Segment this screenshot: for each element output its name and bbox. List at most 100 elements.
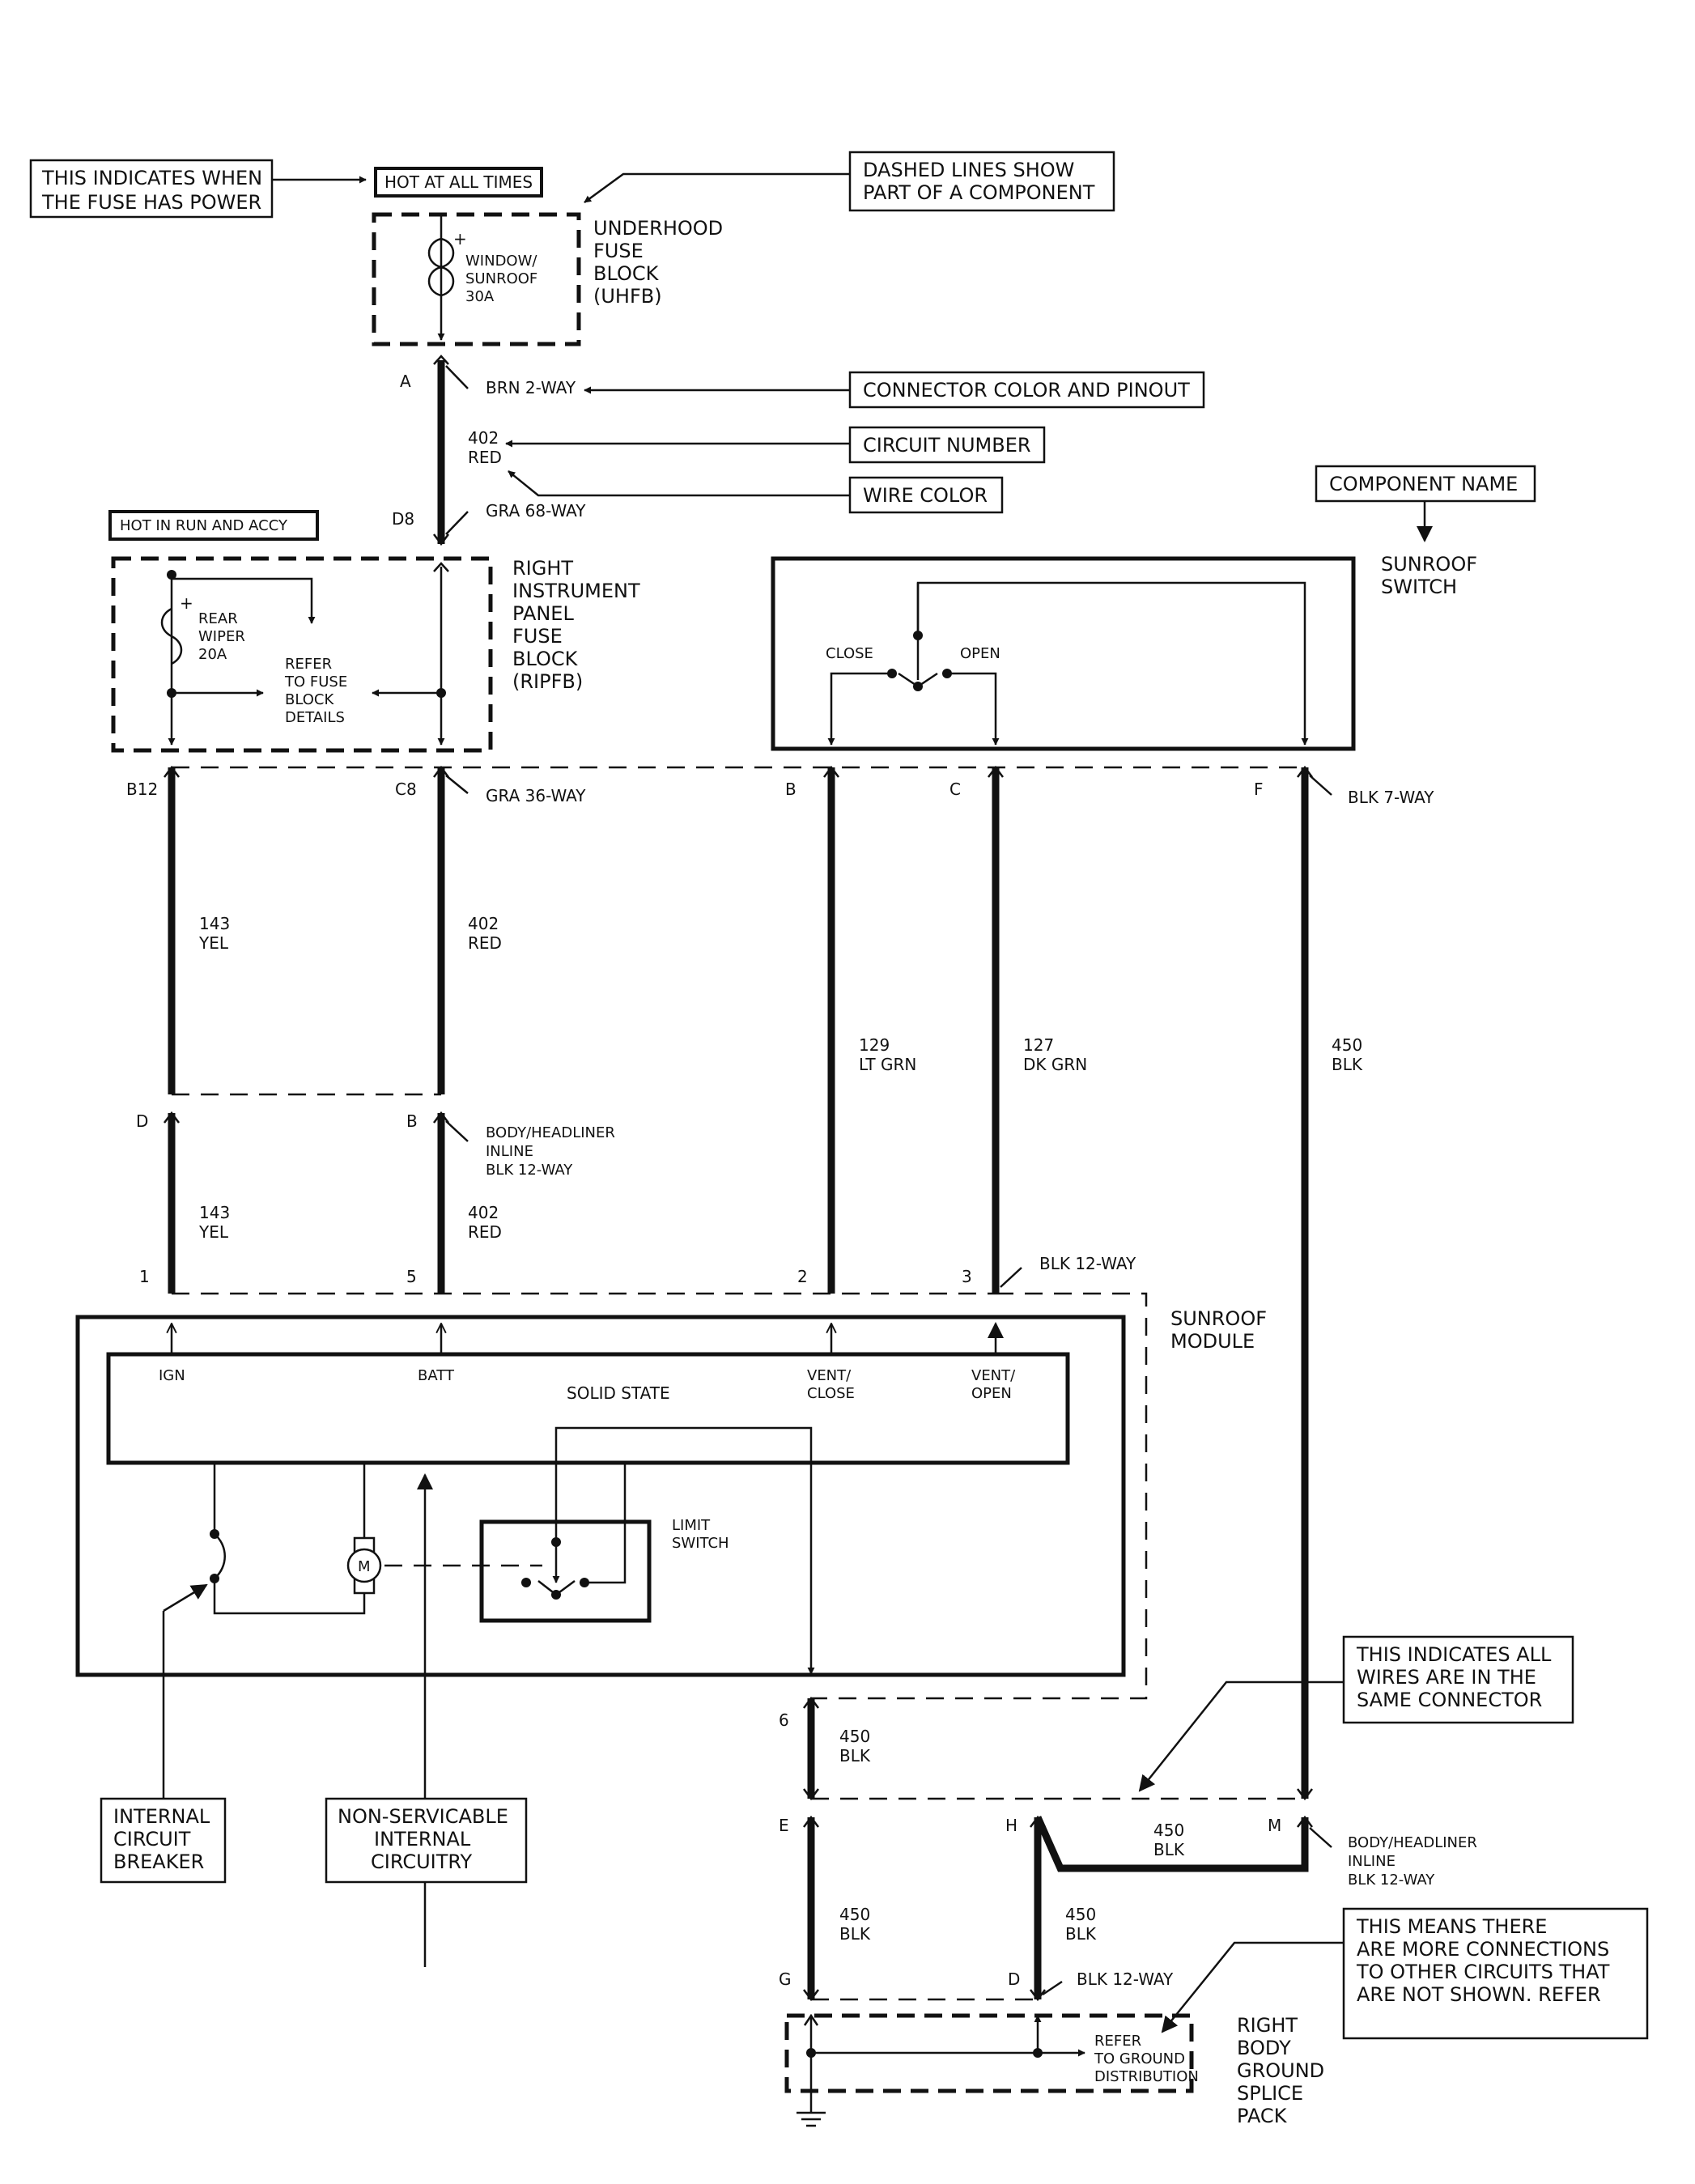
svg-text:INSTRUMENT: INSTRUMENT	[512, 580, 640, 602]
svg-text:BLOCK: BLOCK	[285, 691, 334, 708]
svg-text:450: 450	[1153, 1821, 1184, 1840]
ground-icon	[797, 2111, 826, 2127]
svg-text:RED: RED	[468, 448, 502, 467]
svg-text:YEL: YEL	[198, 933, 229, 953]
svg-text:HOT IN RUN AND ACCY: HOT IN RUN AND ACCY	[120, 517, 288, 534]
pin-f-switch: F	[1254, 780, 1264, 799]
svg-text:20A: 20A	[198, 646, 227, 663]
ground-splice-pack: REFER TO GROUND DISTRIBUTION	[784, 2013, 1199, 2127]
svg-text:NON-SERVICABLE: NON-SERVICABLE	[338, 1805, 508, 1828]
svg-text:OPEN: OPEN	[960, 645, 1000, 662]
pin-1: 1	[139, 1267, 150, 1286]
svg-text:30A: 30A	[465, 288, 495, 305]
callout-component-name: COMPONENT NAME	[1315, 465, 1536, 542]
svg-text:CIRCUIT: CIRCUIT	[113, 1828, 191, 1850]
pin-d-ground: D	[1008, 1969, 1020, 1989]
svg-text:129: 129	[859, 1035, 890, 1055]
pin-m: M	[1268, 1816, 1281, 1835]
pin-6: 6	[779, 1710, 789, 1730]
callout-internal-breaker: INTERNAL CIRCUIT BREAKER	[100, 1797, 227, 1884]
svg-text:VENT/: VENT/	[971, 1367, 1016, 1384]
svg-text:RED: RED	[468, 1222, 502, 1242]
pin-b: B	[406, 1111, 418, 1131]
svg-text:RIGHT: RIGHT	[1237, 2014, 1298, 2037]
connector-gra-36way: GRA 36-WAY	[486, 786, 586, 805]
svg-text:450: 450	[1332, 1035, 1362, 1055]
hot-at-all-times-label: HOT AT ALL TIMES	[374, 167, 543, 198]
svg-text:BODY: BODY	[1237, 2037, 1291, 2059]
svg-text:SAME CONNECTOR: SAME CONNECTOR	[1357, 1689, 1542, 1711]
svg-text:TO GROUND: TO GROUND	[1094, 2050, 1185, 2067]
pin-c8: C8	[395, 780, 417, 799]
wire-450-blk-hm	[1034, 1816, 1309, 1872]
pin-g: G	[779, 1969, 792, 1989]
pin-a: A	[400, 372, 411, 391]
svg-text:SUNROOF: SUNROOF	[465, 270, 537, 287]
svg-text:RIGHT: RIGHT	[512, 557, 573, 580]
svg-text:RED: RED	[468, 933, 502, 953]
svg-text:REFER: REFER	[285, 656, 332, 673]
svg-text:INTERNAL: INTERNAL	[113, 1805, 210, 1828]
svg-text:PANEL: PANEL	[512, 602, 574, 625]
svg-text:TO FUSE: TO FUSE	[284, 673, 347, 690]
solid-state-block	[106, 1352, 1070, 1465]
svg-text:127: 127	[1023, 1035, 1054, 1055]
pin-c-switch: C	[949, 780, 961, 799]
pin-e: E	[779, 1816, 789, 1835]
svg-text:CIRCUIT NUMBER: CIRCUIT NUMBER	[863, 434, 1031, 457]
svg-text:DETAILS: DETAILS	[285, 709, 345, 726]
callout-connector-color: CONNECTOR COLOR AND PINOUT	[584, 371, 1205, 409]
pin-d: D	[136, 1111, 148, 1131]
svg-text:COMPONENT NAME: COMPONENT NAME	[1329, 473, 1518, 495]
connector-gra-68way: GRA 68-WAY	[486, 501, 586, 521]
fuse-icon	[160, 607, 183, 665]
pin-5: 5	[406, 1267, 417, 1286]
callout-dashed-lines-line1: DASHED LINES SHOW	[863, 159, 1074, 181]
callout-more-connections: THIS MEANS THERE ARE MORE CONNECTIONS TO…	[1161, 1907, 1649, 2040]
svg-text:+: +	[180, 593, 193, 613]
svg-text:ARE NOT SHOWN. REFER: ARE NOT SHOWN. REFER	[1357, 1983, 1601, 2006]
svg-text:INLINE: INLINE	[486, 1143, 533, 1160]
ripfb-fuse-block: + REAR WIPER 20A REFER TO FUSE BLOCK DET…	[111, 556, 640, 753]
svg-text:450: 450	[839, 1727, 870, 1746]
svg-text:ARE MORE CONNECTIONS: ARE MORE CONNECTIONS	[1357, 1938, 1609, 1961]
callout-fuse-power-line1: THIS INDICATES WHEN	[41, 167, 262, 189]
svg-text:HOT AT ALL TIMES: HOT AT ALL TIMES	[384, 172, 533, 192]
callout-same-connector: THIS INDICATES ALL WIRES ARE IN THE SAME…	[1138, 1635, 1574, 1792]
svg-text:WIRES ARE IN THE: WIRES ARE IN THE	[1357, 1666, 1536, 1689]
callout-dashed-lines-line2: PART OF A COMPONENT	[863, 181, 1095, 204]
svg-text:450: 450	[839, 1905, 870, 1924]
svg-text:WIPER: WIPER	[198, 628, 245, 645]
pin-b-switch: B	[785, 780, 797, 799]
pin-2: 2	[797, 1267, 808, 1286]
sunroof-switch: CLOSE OPEN	[771, 556, 1356, 751]
svg-text:CONNECTOR COLOR AND PINOUT: CONNECTOR COLOR AND PINOUT	[863, 379, 1190, 402]
svg-text:143: 143	[199, 1203, 230, 1222]
svg-text:450: 450	[1065, 1905, 1096, 1924]
svg-text:SWITCH: SWITCH	[672, 1535, 729, 1552]
sunroof-switch-label-1: SUNROOF	[1381, 553, 1477, 576]
connector-brn-2way: BRN 2-WAY	[486, 378, 576, 397]
svg-text:INTERNAL: INTERNAL	[374, 1828, 471, 1850]
callout-dashed-lines: DASHED LINES SHOW PART OF A COMPONENT	[584, 151, 1115, 212]
svg-text:WIRE COLOR: WIRE COLOR	[863, 484, 988, 507]
svg-text:THIS MEANS THERE: THIS MEANS THERE	[1356, 1915, 1547, 1938]
svg-text:TO OTHER CIRCUITS THAT: TO OTHER CIRCUITS THAT	[1356, 1961, 1610, 1983]
svg-text:BLK: BLK	[839, 1924, 871, 1944]
hot-in-run-label: HOT IN RUN AND ACCY	[108, 510, 319, 541]
connector-blk-12way-ground: BLK 12-WAY	[1077, 1969, 1174, 1989]
callout-non-servicable: NON-SERVICABLE INTERNAL CIRCUITRY	[325, 1797, 528, 1884]
svg-text:402: 402	[468, 1203, 499, 1222]
limit-switch	[479, 1519, 652, 1623]
svg-text:BREAKER: BREAKER	[113, 1850, 204, 1873]
svg-text:402: 402	[468, 914, 499, 933]
uhfb-label-3: BLOCK	[593, 262, 660, 285]
module-solid-state: SOLID STATE	[567, 1383, 670, 1403]
svg-text:INLINE: INLINE	[1348, 1853, 1396, 1870]
sunroof-module-label-1: SUNROOF	[1170, 1307, 1267, 1330]
svg-text:SPLICE: SPLICE	[1237, 2082, 1303, 2105]
module-batt: BATT	[418, 1367, 455, 1384]
svg-text:DK GRN: DK GRN	[1023, 1055, 1087, 1074]
sunroof-module-label-2: MODULE	[1170, 1330, 1255, 1353]
